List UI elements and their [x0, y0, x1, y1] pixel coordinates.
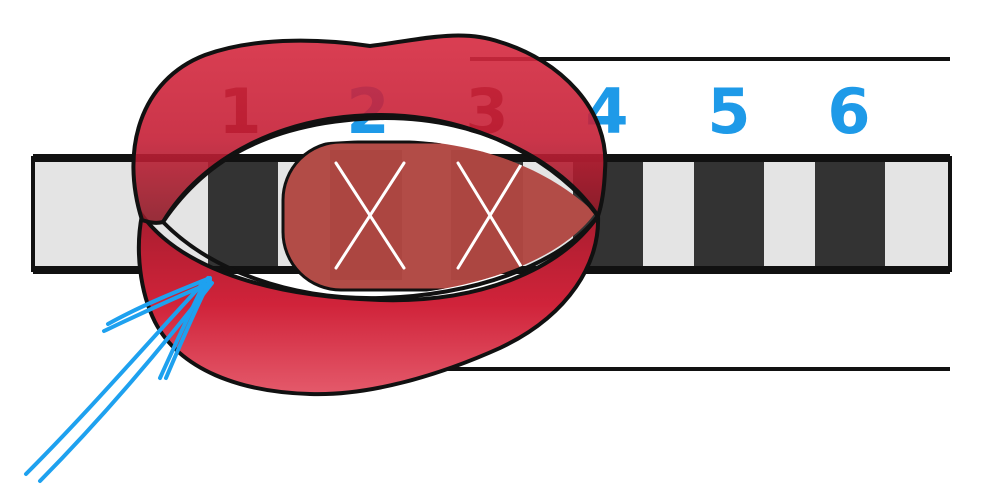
jaw-outline: [440, 57, 950, 371]
tooth-slot: [815, 160, 885, 268]
tooth-slot: [208, 160, 278, 268]
arrow-icon: [24, 276, 214, 483]
lips: [131, 33, 608, 397]
tooth-number-5: 5: [707, 75, 750, 148]
missing-tooth-x-icon: [456, 161, 524, 270]
tooth-number-6: 6: [827, 75, 870, 148]
tooth-slot: [694, 160, 764, 268]
missing-tooth-x-icon: [334, 161, 406, 270]
